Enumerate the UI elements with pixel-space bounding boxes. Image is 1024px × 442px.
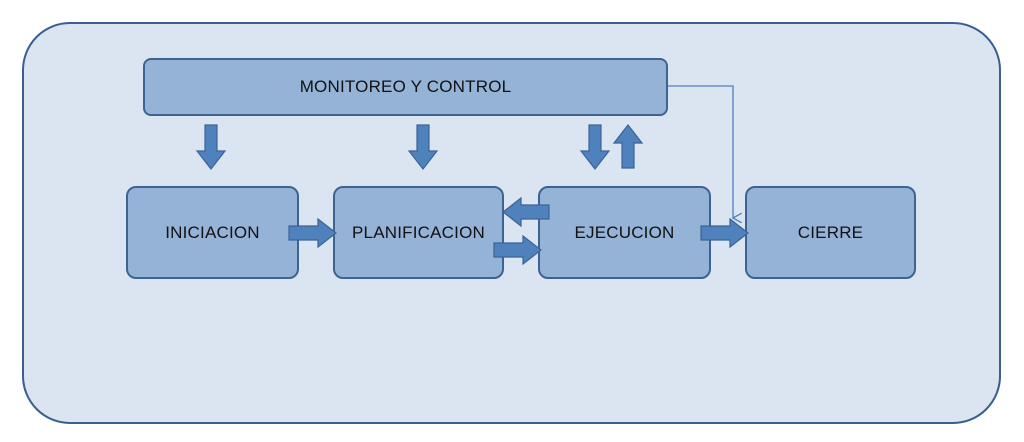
arrow-down-to-planificacion — [407, 124, 439, 170]
connector-monitoring-to-cierre — [668, 85, 733, 218]
phase-label-planificacion: PLANIFICACION — [352, 222, 485, 242]
monitoring-control-box: MONITOREO Y CONTROL — [143, 58, 668, 116]
arrow-ejecucion-to-planificacion — [502, 196, 550, 228]
phase-label-iniciacion: INICIACION — [165, 222, 260, 242]
monitoring-control-label: MONITOREO Y CONTROL — [299, 77, 512, 96]
phase-label-ejecucion: EJECUCION — [574, 222, 675, 242]
phase-box-planificacion: PLANIFICACION — [333, 186, 504, 279]
phase-box-cierre: CIERRE — [745, 186, 916, 279]
arrow-iniciacion-to-planificacion — [288, 217, 337, 249]
phase-box-ejecucion: EJECUCION — [538, 186, 711, 279]
arrow-down-to-ejecucion — [579, 124, 611, 170]
arrow-planificacion-to-ejecucion — [493, 234, 542, 266]
arrow-up-to-monitoring — [612, 124, 644, 169]
arrow-ejecucion-to-cierre — [700, 217, 749, 249]
phase-label-cierre: CIERRE — [797, 222, 864, 242]
arrow-down-to-iniciacion — [195, 124, 227, 170]
